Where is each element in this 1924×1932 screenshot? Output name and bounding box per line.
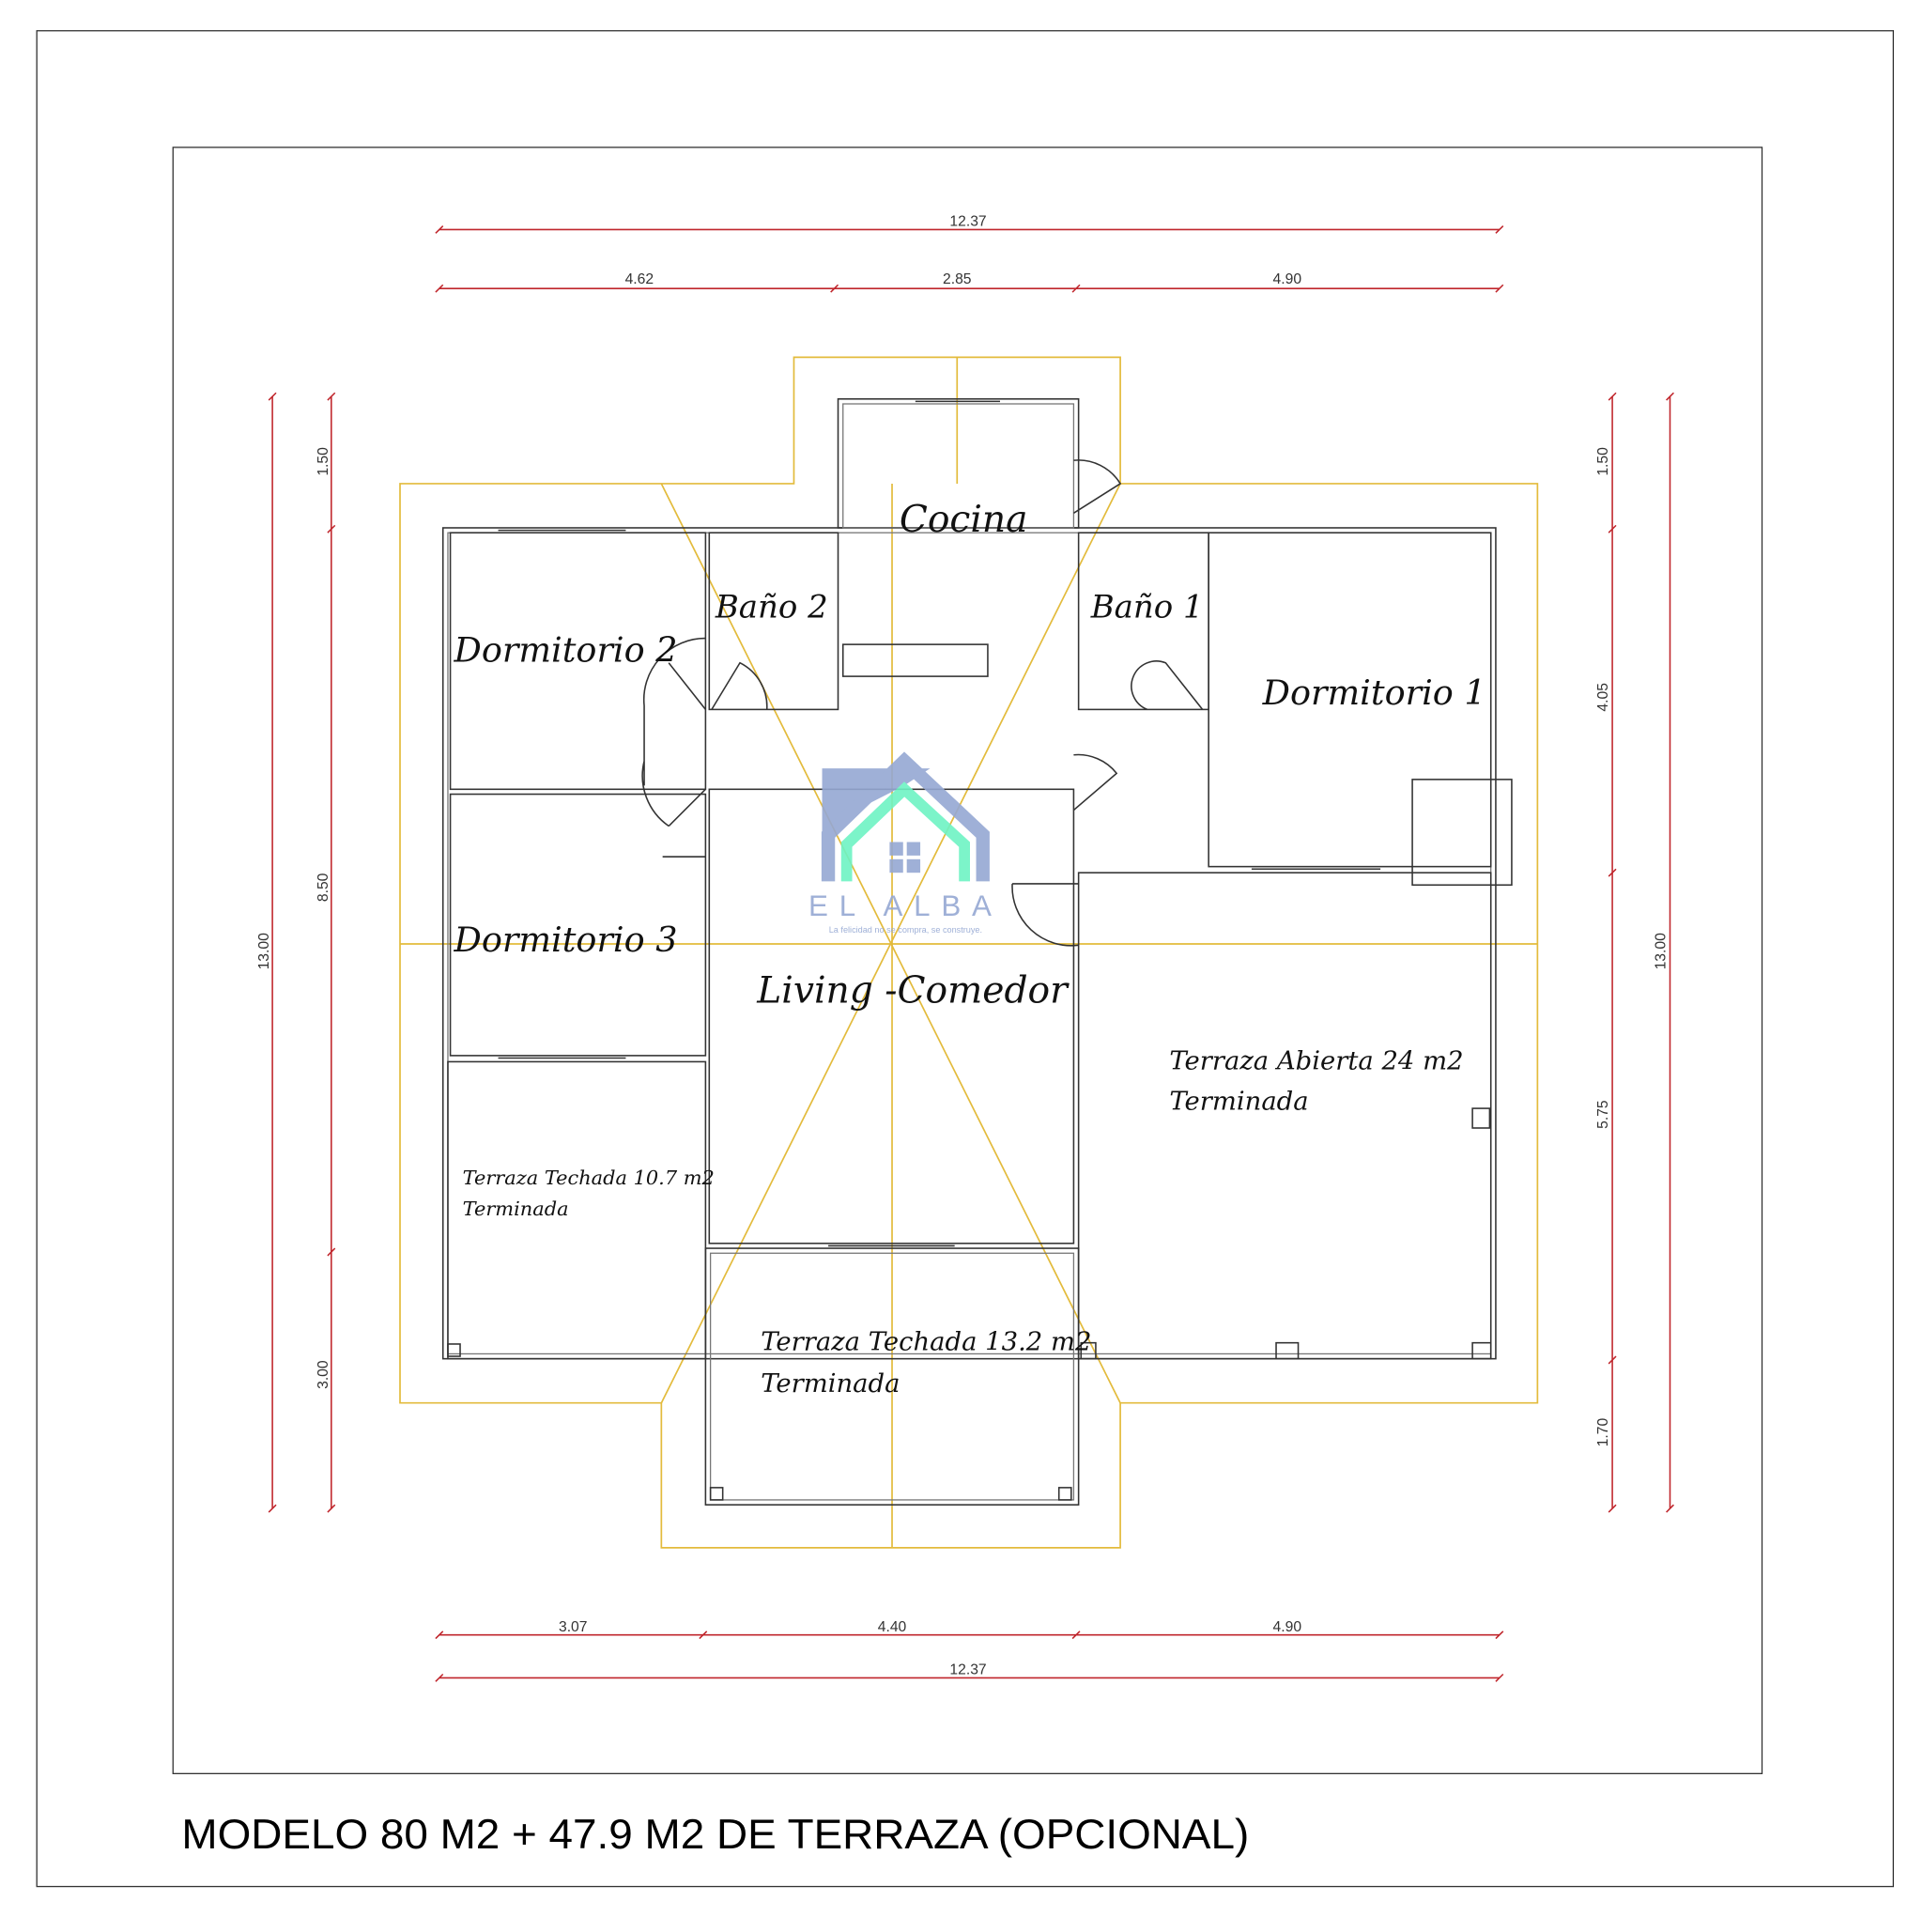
dim-bottom-1: 3.07 <box>559 1619 588 1635</box>
room-terraza-techada-10: Terraza Techada 10.7 m2 <box>463 1167 715 1189</box>
room-bano-1: Baño 1 <box>1090 588 1204 626</box>
dim-top-1: 4.62 <box>625 271 654 287</box>
dim-bottom-2: 4.40 <box>878 1619 907 1635</box>
room-terraza-techada-13-status: Terminada <box>761 1369 900 1399</box>
dim-top-total: 12.37 <box>949 214 986 230</box>
dimension-lines <box>268 224 1674 1682</box>
drawing-frame <box>172 147 1763 1775</box>
dim-right-total: 13.00 <box>1653 933 1669 970</box>
dim-bottom-3: 4.90 <box>1273 1619 1302 1635</box>
dim-right-2: 4.05 <box>1595 683 1611 712</box>
dim-left-1: 1.50 <box>316 447 331 476</box>
outer-frame <box>36 30 1894 1888</box>
el-alba-logo: EL ALBA La felicidad no se compra, se co… <box>808 751 1003 935</box>
room-dormitorio-2: Dormitorio 2 <box>454 629 678 670</box>
dim-bottom-total: 12.37 <box>949 1662 986 1678</box>
room-dormitorio-1: Dormitorio 1 <box>1262 672 1486 713</box>
dim-right-4: 1.70 <box>1595 1418 1611 1447</box>
room-terraza-techada-13: Terraza Techada 13.2 m2 <box>761 1328 1091 1357</box>
logo-name: EL ALBA <box>808 889 1003 922</box>
room-terraza-abierta: Terraza Abierta 24 m2 <box>1169 1046 1463 1075</box>
dim-left-total: 13.00 <box>256 933 272 970</box>
dim-right-3: 5.75 <box>1595 1100 1611 1129</box>
logo-tagline: La felicidad no se compra, se construye. <box>829 925 982 935</box>
room-terraza-abierta-status: Terminada <box>1169 1087 1308 1116</box>
plan-title: MODELO 80 M2 + 47.9 M2 DE TERRAZA (OPCIO… <box>181 1812 1249 1858</box>
dim-left-2: 8.50 <box>316 873 331 902</box>
room-cocina: Cocina <box>900 499 1028 541</box>
room-dormitorio-3: Dormitorio 3 <box>454 920 678 960</box>
roof-outline <box>399 356 1539 1549</box>
dim-top-3: 4.90 <box>1273 271 1302 287</box>
dim-top-2: 2.85 <box>943 271 972 287</box>
room-terraza-techada-10-status: Terminada <box>463 1198 569 1220</box>
room-bano-2: Baño 2 <box>715 588 828 626</box>
dim-left-3: 3.00 <box>316 1360 331 1389</box>
room-living-comedor: Living -Comedor <box>756 970 1070 1012</box>
dim-right-1: 1.50 <box>1595 447 1611 476</box>
